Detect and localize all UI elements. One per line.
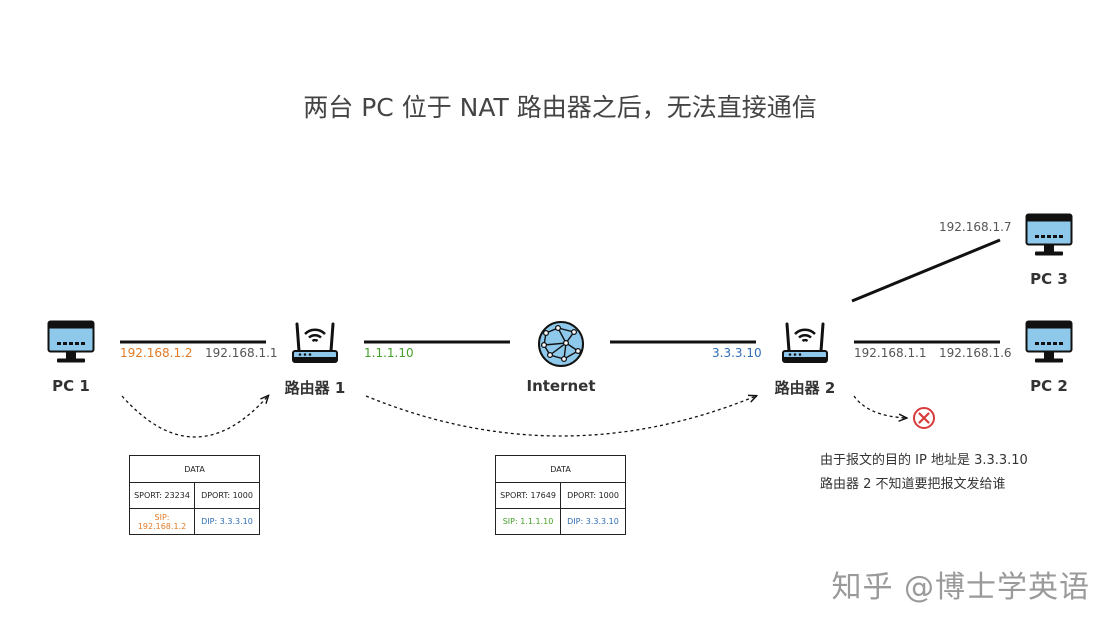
ip-label-pc2: 192.168.1.6	[939, 346, 1012, 360]
packet-dport: DPORT: 1000	[194, 482, 260, 509]
link-router2-pc3	[851, 238, 1001, 303]
node-label-router1: 路由器 1	[284, 379, 346, 397]
packet-header: DATA	[495, 455, 626, 483]
node-label-router2: 路由器 2	[774, 379, 836, 397]
page-title: 两台 PC 位于 NAT 路由器之后，无法直接通信	[303, 93, 817, 122]
computer-icon	[1025, 320, 1073, 363]
packet-header: DATA	[129, 455, 260, 483]
packet-sport: SPORT: 23234	[129, 482, 195, 509]
packet-sip: SIP: 1.1.1.10	[495, 508, 561, 535]
ip-label-router1-lan: 192.168.1.1	[205, 346, 278, 360]
watermark: 知乎 @博士学英语	[831, 570, 1090, 605]
node-label-pc2: PC 2	[1030, 377, 1068, 395]
packet-dport: DPORT: 1000	[560, 482, 626, 509]
router-icon	[292, 322, 338, 363]
computer-icon	[1025, 213, 1073, 256]
node-label-internet: Internet	[526, 377, 596, 395]
error-icon	[913, 407, 935, 429]
packet-dip: DIP: 3.3.3.10	[194, 508, 260, 535]
note-line-2: 路由器 2 不知道要把报文发给谁	[820, 477, 1006, 492]
node-label-pc1: PC 1	[52, 377, 90, 395]
flow-arrow-router1-router2	[365, 396, 756, 437]
router-icon	[782, 322, 828, 363]
packet-dip: DIP: 3.3.3.10	[560, 508, 626, 535]
packet-table-2: DATA SPORT: 17649 DPORT: 1000 SIP: 1.1.1…	[495, 455, 626, 535]
packet-sport: SPORT: 17649	[495, 482, 561, 509]
ip-label-pc1: 192.168.1.2	[120, 346, 193, 360]
computer-icon	[47, 320, 95, 363]
explanation-note: 由于报文的目的 IP 地址是 3.3.3.10 路由器 2 不知道要把报文发给谁	[820, 449, 1028, 497]
packet-table-1: DATA SPORT: 23234 DPORT: 1000 SIP: 192.1…	[129, 455, 260, 535]
ip-label-pc3: 192.168.1.7	[939, 220, 1012, 234]
ip-label-router2-lan: 192.168.1.1	[854, 346, 927, 360]
ip-label-router2-wan: 3.3.3.10	[712, 346, 762, 360]
globe-icon	[538, 321, 584, 367]
flow-arrow-pc1-router1	[121, 396, 268, 438]
ip-label-router1-wan: 1.1.1.10	[364, 346, 414, 360]
note-line-1: 由于报文的目的 IP 地址是 3.3.3.10	[820, 453, 1028, 468]
node-label-pc3: PC 3	[1030, 270, 1068, 288]
packet-sip: SIP: 192.168.1.2	[129, 508, 195, 535]
flow-arrow-router2-fail	[853, 395, 906, 418]
